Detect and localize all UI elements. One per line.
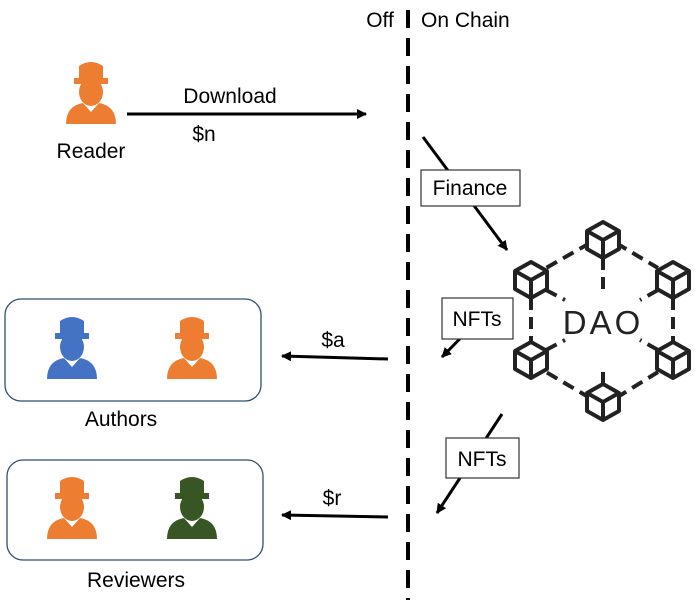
authors-payment-label: $a [321, 329, 345, 352]
authors-group-box [4, 298, 262, 402]
finance-box [420, 169, 521, 207]
reader-payment-label: $n [192, 123, 215, 146]
reviewers-label: Reviewers [87, 569, 185, 592]
authors-label: Authors [85, 408, 157, 431]
nfts-authors-box [441, 297, 514, 340]
reader-icon [66, 62, 116, 124]
nfts-reviewers-label: NFTs [458, 448, 507, 471]
authors-payment-arrow [281, 351, 389, 362]
finance-label: Finance [433, 177, 508, 200]
download-label: Download [183, 85, 276, 108]
dao-network-icon [513, 220, 691, 422]
reviewers-group-box [6, 459, 264, 561]
on-chain-label: On Chain [421, 9, 510, 32]
reviewers-payment-arrow [281, 510, 389, 521]
nfts-authors-label: NFTs [453, 308, 502, 331]
nfts-reviewers-box [445, 437, 520, 479]
dao-label: DAO [563, 304, 644, 341]
reviewers-payment-label: $r [323, 487, 342, 510]
reader-label: Reader [57, 140, 126, 163]
off-chain-label: Off [366, 9, 394, 32]
